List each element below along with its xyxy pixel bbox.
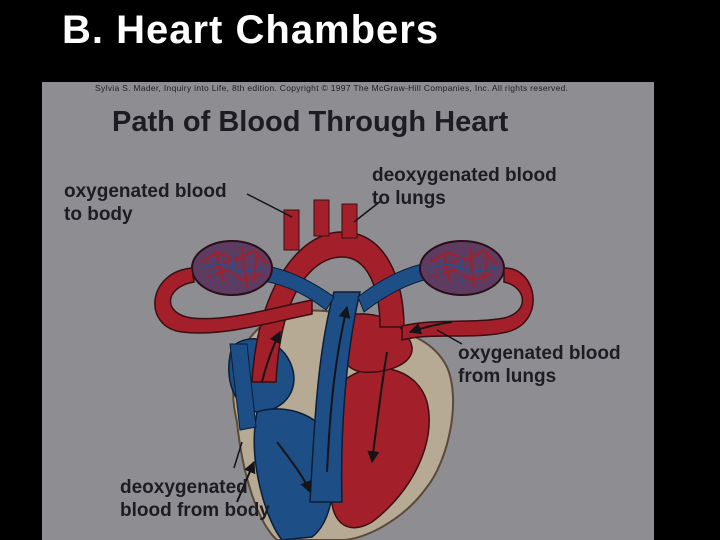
slide-title: B. Heart Chambers (62, 8, 440, 52)
flow-arrows (236, 305, 453, 503)
figure-title: Path of Blood Through Heart (112, 106, 509, 138)
aortic-branch (341, 203, 358, 239)
heart-illustration (154, 193, 534, 540)
label-deoxygenated-to-lungs: deoxygenated blood to lungs (372, 165, 557, 209)
pulmonary-trunk (309, 291, 361, 503)
aortic-branch (313, 199, 330, 237)
right-lung-capillaries (419, 240, 505, 296)
copyright-credit: Sylvia S. Mader, Inquiry into Life, 8th … (95, 83, 569, 93)
label-oxygenated-to-body: oxygenated blood to body (64, 181, 227, 225)
heart-diagram-figure: Sylvia S. Mader, Inquiry into Life, 8th … (42, 82, 654, 540)
pulmonary-vein-right (401, 267, 534, 341)
aortic-branch (283, 209, 300, 251)
leader-lines (233, 193, 463, 469)
label-deoxygenated-from-body: deoxygenated blood from body (120, 477, 270, 521)
left-lung-capillaries (191, 240, 273, 296)
vena-cava (229, 343, 257, 431)
label-oxygenated-from-lungs: oxygenated blood from lungs (458, 343, 621, 387)
pulmonary-vein-left (154, 267, 313, 334)
